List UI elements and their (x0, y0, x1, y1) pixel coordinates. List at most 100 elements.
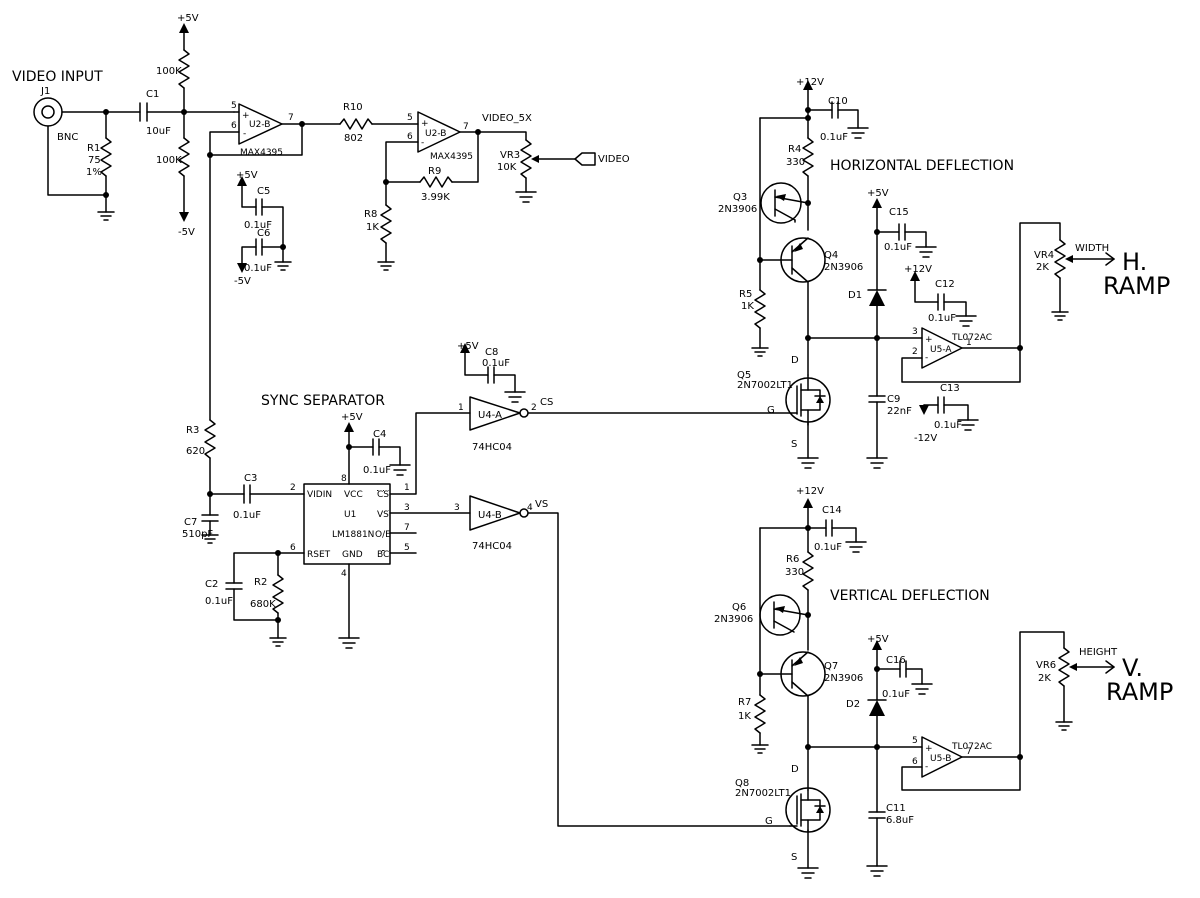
vr6-value: 2K (1038, 673, 1051, 684)
u5a-pin3: 3 (912, 327, 918, 337)
c5-value: 0.1uF (244, 220, 272, 231)
r2-ref: R2 (254, 577, 267, 588)
q6-transistor (759, 594, 801, 636)
u1-vs: VS (377, 510, 389, 520)
c4-ref: C4 (373, 429, 386, 440)
r4-resistor (802, 137, 814, 177)
c1-value: 10uF (146, 126, 171, 137)
u1-pin2: 2 (290, 483, 296, 493)
c15-value: 0.1uF (884, 242, 912, 253)
title-horizontal-deflection: HORIZONTAL DEFLECTION (830, 158, 1014, 174)
r9-ref: R9 (428, 166, 441, 177)
video-output-label: VIDEO (598, 154, 630, 165)
u2b-pin7: 7 (288, 113, 294, 123)
q3-part: 2N3906 (718, 204, 757, 215)
q8-gate-label: G (765, 816, 773, 827)
u5b-minus: - (925, 762, 928, 772)
q4-part: 2N3906 (824, 262, 863, 273)
u1-gnd: GND (342, 550, 363, 560)
r7-resistor (754, 694, 766, 734)
title-video-input: VIDEO INPUT (12, 69, 103, 85)
q8-drain-label: D (791, 764, 799, 775)
u2b2-pin6: 6 (407, 132, 413, 142)
u4b-part: 74HC04 (472, 541, 512, 552)
c12-value: 0.1uF (928, 313, 956, 324)
net-video-5x: VIDEO_5X (482, 113, 532, 124)
u5a-pin1: 1 (966, 338, 972, 348)
c12-ref: C12 (935, 279, 955, 290)
u5a-opamp (921, 327, 963, 369)
u2b2-minus: - (421, 138, 424, 148)
c2-ref: C2 (205, 579, 218, 590)
c10-ref: C10 (828, 96, 848, 107)
u5b-part: TL072AC (951, 742, 992, 752)
u5a-ref: U5-A (930, 345, 952, 355)
u5b-opamp (921, 736, 963, 778)
q8-source-label: S (791, 852, 797, 863)
rail-plus12-v: +12V (796, 486, 824, 497)
q3-transistor (760, 182, 802, 224)
net-cs: CS (540, 397, 553, 408)
r6-resistor (802, 551, 814, 591)
r8-resistor (380, 204, 392, 244)
vr3-value: 10K (497, 162, 517, 173)
rail-minus12-c13: -12V (914, 433, 937, 444)
rail-plus5-d1: +5V (867, 188, 889, 199)
u4b-pin3: 3 (454, 503, 460, 513)
u2b-pin6: 6 (231, 121, 237, 131)
r5-value: 1K (741, 301, 754, 312)
r4-ref: R4 (788, 144, 801, 155)
vr6-ref: VR6 (1036, 660, 1056, 671)
q8-part: 2N7002LT1 (735, 788, 791, 799)
r10-ref: R10 (343, 102, 363, 113)
u4a-pin1: 1 (458, 403, 464, 413)
u4a-inverter (469, 396, 521, 431)
j1-bnc-connector (33, 97, 63, 127)
net-vs: VS (535, 499, 548, 510)
c13-value: 0.1uF (934, 420, 962, 431)
vr3-potentiometer (520, 139, 532, 179)
u4a-part: 74HC04 (472, 442, 512, 453)
q6-ref: Q6 (732, 602, 746, 613)
r8-value: 1K (366, 222, 379, 233)
c8-ref: C8 (485, 347, 498, 358)
u5a-plus: + (925, 335, 933, 345)
c11-ref: C11 (886, 803, 906, 814)
r3-value: 620 (186, 446, 205, 457)
c8-value: 0.1uF (482, 358, 510, 369)
r7-value: 1K (738, 711, 751, 722)
v-ramp-line2: RAMP (1106, 678, 1173, 706)
c16-value: 0.1uF (882, 689, 910, 700)
u5a-pin2: 2 (912, 347, 918, 357)
c16-ref: C16 (886, 655, 906, 666)
q5-ref: Q5 (737, 370, 751, 381)
u2b2-pin5: 5 (407, 113, 413, 123)
r10-resistor (339, 118, 373, 130)
u1-cs: CS (377, 490, 389, 500)
r3-resistor (204, 419, 216, 459)
j1-type-label: BNC (57, 132, 78, 143)
r1-ref: R1 (87, 143, 100, 154)
d2-diode (869, 700, 885, 716)
r5-ref: R5 (739, 289, 752, 300)
c7-ref: C7 (184, 517, 197, 528)
rail-plus12-h: +12V (796, 77, 824, 88)
title-vertical-deflection: VERTICAL DEFLECTION (830, 588, 990, 604)
u4b-pin4: 4 (527, 503, 533, 513)
rail-plus5-c5: +5V (236, 170, 258, 181)
r6-value: 330 (785, 567, 804, 578)
u2b2-part: MAX4395 (430, 152, 473, 162)
c4-value: 0.1uF (363, 465, 391, 476)
d1-diode (869, 290, 885, 306)
c3-ref: C3 (244, 473, 257, 484)
u5b-ref: U5-B (930, 754, 951, 764)
r6-ref: R6 (786, 554, 799, 565)
r5-resistor (754, 289, 766, 329)
r7-ref: R7 (738, 697, 751, 708)
u2b-part: MAX4395 (240, 148, 283, 158)
u2b2-pin7: 7 (463, 122, 469, 132)
q5-part: 2N7002LT1 (737, 380, 793, 391)
c3-value: 0.1uF (233, 510, 261, 521)
r1-tolerance: 1% (86, 167, 102, 178)
c14-ref: C14 (822, 505, 842, 516)
